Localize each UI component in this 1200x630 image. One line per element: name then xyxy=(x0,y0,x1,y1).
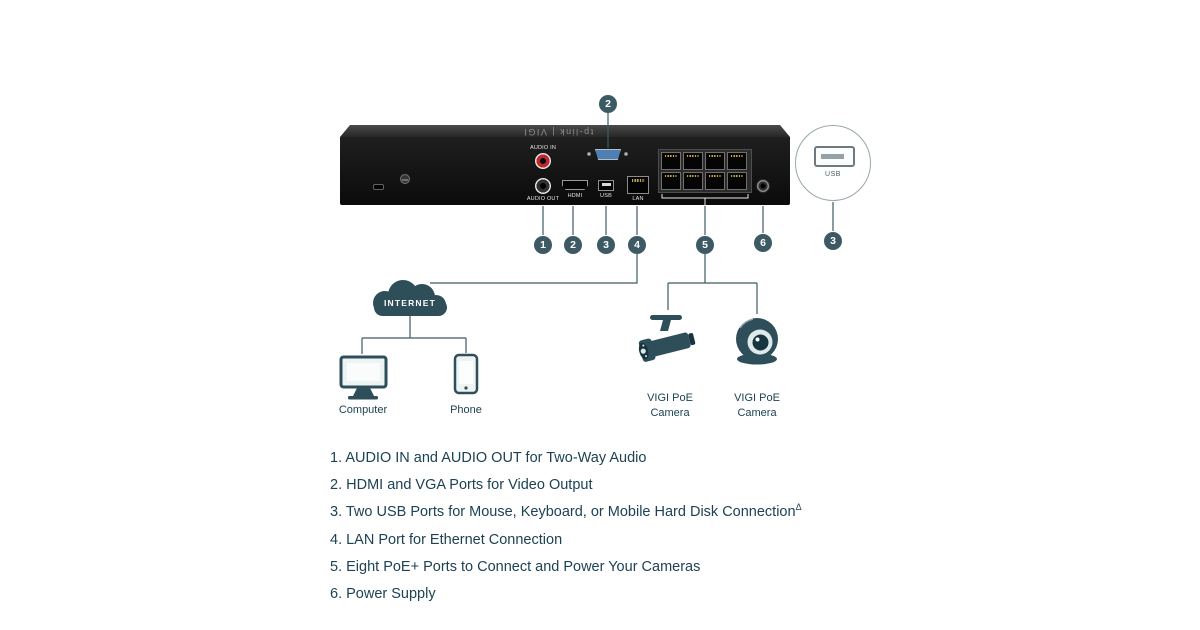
camera-1-label: VIGI PoE Camera xyxy=(628,391,712,421)
callout-6-power: 6 xyxy=(754,234,772,252)
usb-detail-port xyxy=(814,146,855,167)
monitor-screen xyxy=(339,355,388,389)
monitor-glass xyxy=(347,363,380,381)
bullet-camera-icon xyxy=(638,315,696,362)
usb-tongue xyxy=(602,183,611,186)
camera-mount-bar xyxy=(650,315,682,320)
usb-port xyxy=(598,180,614,191)
camera-2-label: VIGI PoE Camera xyxy=(715,391,799,421)
camera-rear-cap xyxy=(688,333,696,346)
callout-2-hdmi: 2 xyxy=(564,236,582,254)
poe-port xyxy=(683,152,703,170)
audio-in-label: AUDIO IN xyxy=(529,145,557,151)
internet-label: INTERNET xyxy=(383,298,437,308)
brand-logo: tp-link | VIGI xyxy=(522,127,594,137)
camera-body-group xyxy=(638,332,696,362)
vga-screw-left-icon xyxy=(587,152,591,156)
callout-1-audio: 1 xyxy=(534,236,552,254)
line-poe-to-cameras xyxy=(667,254,758,314)
usb-detail-label: USB xyxy=(825,171,841,178)
notes-list: 1. AUDIO IN and AUDIO OUT for Two-Way Au… xyxy=(330,442,990,605)
camera-2-label-line2: Camera xyxy=(737,407,777,419)
phone-body xyxy=(453,353,479,395)
camera-mount-arm xyxy=(660,320,671,331)
line-internet-to-devices xyxy=(361,316,467,354)
note-text: 5. Eight PoE+ Ports to Connect and Power… xyxy=(330,558,701,575)
grounding-screw xyxy=(400,174,410,184)
note-text: 2. HDMI and VGA Ports for Video Output xyxy=(330,477,593,494)
monitor-stand xyxy=(353,388,374,396)
phone-home-button xyxy=(464,386,468,390)
camera-ir-led xyxy=(642,344,645,347)
poe-port-block xyxy=(658,149,752,193)
poe-port xyxy=(705,172,725,190)
power-jack xyxy=(756,179,770,193)
camera-body xyxy=(643,332,691,358)
callout-2-vga: 2 xyxy=(599,95,617,113)
monitor-base xyxy=(348,396,378,400)
note-item: 2. HDMI and VGA Ports for Video Output xyxy=(330,469,990,496)
vga-port xyxy=(595,149,621,160)
note-text: 6. Power Supply xyxy=(330,586,436,602)
callout-4-lan: 4 xyxy=(628,236,646,254)
kensington-lock-slot xyxy=(373,184,384,190)
note-text: 4. LAN Port for Ethernet Connection xyxy=(330,531,563,548)
note-sup: Δ xyxy=(795,502,802,513)
note-item: 6. Power Supply xyxy=(330,578,990,605)
hdmi-label: HDMI xyxy=(567,193,583,199)
camera-lens xyxy=(640,348,646,354)
callout-3-usb: 3 xyxy=(597,236,615,254)
camera-sunshield xyxy=(638,338,656,362)
usb-detail-bubble: USB xyxy=(795,125,871,201)
poe-port xyxy=(661,152,681,170)
callout-3-usb-detail: 3 xyxy=(824,232,842,250)
poe-port xyxy=(705,152,725,170)
lan-label: LAN xyxy=(632,196,644,202)
camera-1-label-line2: Camera xyxy=(650,407,690,419)
camera-ir-led xyxy=(645,355,648,358)
poe-port xyxy=(661,172,681,190)
poe-port xyxy=(727,152,747,170)
note-text: 1. AUDIO IN and AUDIO OUT for Two-Way Au… xyxy=(330,449,647,466)
audio-out-port xyxy=(535,178,551,194)
camera-face xyxy=(638,342,649,360)
camera-1-label-line1: VIGI PoE xyxy=(647,392,693,404)
vga-screw-right-icon xyxy=(624,152,628,156)
note-text: 3. Two USB Ports for Mouse, Keyboard, or… xyxy=(330,504,796,521)
phone-screen xyxy=(459,361,473,384)
poe-port xyxy=(683,172,703,190)
computer-label: Computer xyxy=(338,404,388,416)
hdmi-port xyxy=(562,180,588,190)
nvr-top-face: tp-link | VIGI xyxy=(340,125,790,137)
turret-lens xyxy=(752,334,769,351)
note-item: 1. AUDIO IN and AUDIO OUT for Two-Way Au… xyxy=(330,442,990,469)
turret-face-ring xyxy=(747,329,773,355)
camera-2-label-line1: VIGI PoE xyxy=(734,392,780,404)
audio-in-port xyxy=(535,153,551,169)
turret-ball xyxy=(736,318,778,360)
poe-port xyxy=(727,172,747,190)
usb-detail-tongue xyxy=(821,154,844,159)
turret-base xyxy=(737,353,777,365)
line-lan-to-internet xyxy=(430,254,638,284)
lan-port xyxy=(627,176,649,194)
turret-highlight xyxy=(739,318,754,329)
audio-out-label: AUDIO OUT xyxy=(526,196,560,202)
lan-pins xyxy=(632,179,645,182)
phone-icon xyxy=(453,353,479,395)
callout-5-poe: 5 xyxy=(696,236,714,254)
phone-label: Phone xyxy=(450,404,482,416)
note-item: 3. Two USB Ports for Mouse, Keyboard, or… xyxy=(330,496,990,523)
computer-icon xyxy=(339,355,388,400)
note-item: 4. LAN Port for Ethernet Connection xyxy=(330,524,990,551)
note-item: 5. Eight PoE+ Ports to Connect and Power… xyxy=(330,551,990,578)
turret-camera-icon xyxy=(736,318,778,365)
turret-lens-glint xyxy=(755,337,760,342)
usb-label: USB xyxy=(600,193,612,199)
